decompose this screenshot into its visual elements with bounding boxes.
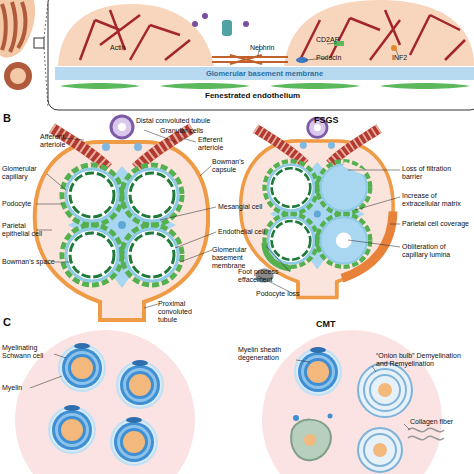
annotation-label: Collagen fiber [410,418,470,426]
annotation-label: Foot process effacement [238,268,294,284]
annotation-label: Bowman's space [2,258,56,266]
panel-letter: C [3,316,17,328]
annotation-label: Efferent arteriole [198,136,238,152]
panel-c-part-part [358,428,402,472]
panel-a-part [222,20,232,36]
annotation-label: Glomerular capillary [2,165,47,181]
panel-c-part-part [364,369,406,411]
annotation-label: Actin [110,44,150,52]
annotation-label: “Onion bulb” Demyelination and Remyelina… [376,352,468,368]
panel-c-part [293,415,299,421]
panel-c-part [408,428,444,439]
panel-c-part [295,347,341,395]
panel-a-part [192,21,198,27]
panel-c-part [262,330,442,474]
panel-a-part [48,0,474,110]
panel-a-part [284,0,474,66]
panel-b [35,116,400,320]
annotation-label: Fenestrated endothelium [205,92,325,101]
annotation-label: INF2 [392,54,422,62]
panel-a-part [202,13,208,19]
annotation-label: Increase of extracellular matrix [402,192,472,208]
panel-a-part [10,68,26,84]
panel-a-part [80,10,190,60]
annotation-label: Podocyte [2,200,42,208]
panel-a-part [300,10,465,60]
panel-c-part-part [370,375,400,405]
panel-a-part [58,4,214,66]
panel-title: CMT [316,319,356,329]
panel-c-part [328,414,333,419]
annotation-label: Myelin [2,384,42,392]
annotation-label: CD2AP [316,36,356,44]
annotation-label: Myelinating Schwann cell [2,344,54,360]
panel-c-part [49,405,95,453]
panel-c-part [59,343,105,391]
band-label: Glomerular basement membrane [206,70,323,78]
panel-a-part [2,2,25,52]
annotation-label: Podocyte loss [256,290,306,298]
annotation-label: Loss of filtration barrier [402,165,472,181]
panel-a-part [212,55,288,64]
annotation-label: Proximal convoluted tubule [158,300,210,323]
basement-membrane-band: Glomerular basement membrane [55,67,474,80]
panel-c-part-part [378,383,392,397]
panel-a-part [0,0,35,58]
annotation-label: Distal convoluted tubule [136,117,226,125]
panel-c-part-part [358,363,412,417]
panel-c-part [30,354,410,430]
panel-c-part [15,330,195,474]
annotation-label: Endothelial cell [218,228,274,236]
panel-a-part [4,62,32,90]
panel-c-part-part [364,434,396,466]
panel-a [0,0,474,110]
panel-a-part [44,2,48,108]
annotation-label: Afferent arteriole [40,133,84,149]
panel-c-part [111,417,157,465]
panel-letter: B [3,112,17,124]
panel-title: FSGS [314,115,354,125]
panel-c-part [358,363,412,472]
panel-a-part [243,21,249,27]
panel-b-part-part [265,243,291,269]
annotation-label: Parietal epithelial cell [2,222,52,238]
annotation-label: Obliteration of capillary lumina [402,243,472,259]
panel-c-part [291,420,331,461]
panel-c-part [117,360,163,408]
panel-c-part-part [373,443,387,457]
annotation-label: Mesangial cell [218,203,270,211]
annotation-label: Glomerular basement membrane [212,246,270,269]
annotation-label: Granular cells [160,127,210,135]
panel-b-part-part [322,218,366,262]
panel-a-part [34,38,44,48]
panel-b-part [36,130,216,308]
panel-b-part [35,116,208,320]
panel-b-part [258,170,400,294]
panel-c [15,330,444,474]
annotation-label: Myelin sheath degeneration [238,346,298,362]
annotation-label: Parietal cell coverage [402,220,472,228]
panel-a-part [60,83,470,89]
annotation-label: Bowman's capsule [212,158,256,174]
panel-c-part [304,434,316,446]
panel-b-part-part [344,164,365,173]
annotation-label: Podocin [316,54,356,62]
annotation-label: Nephrin [250,44,290,52]
